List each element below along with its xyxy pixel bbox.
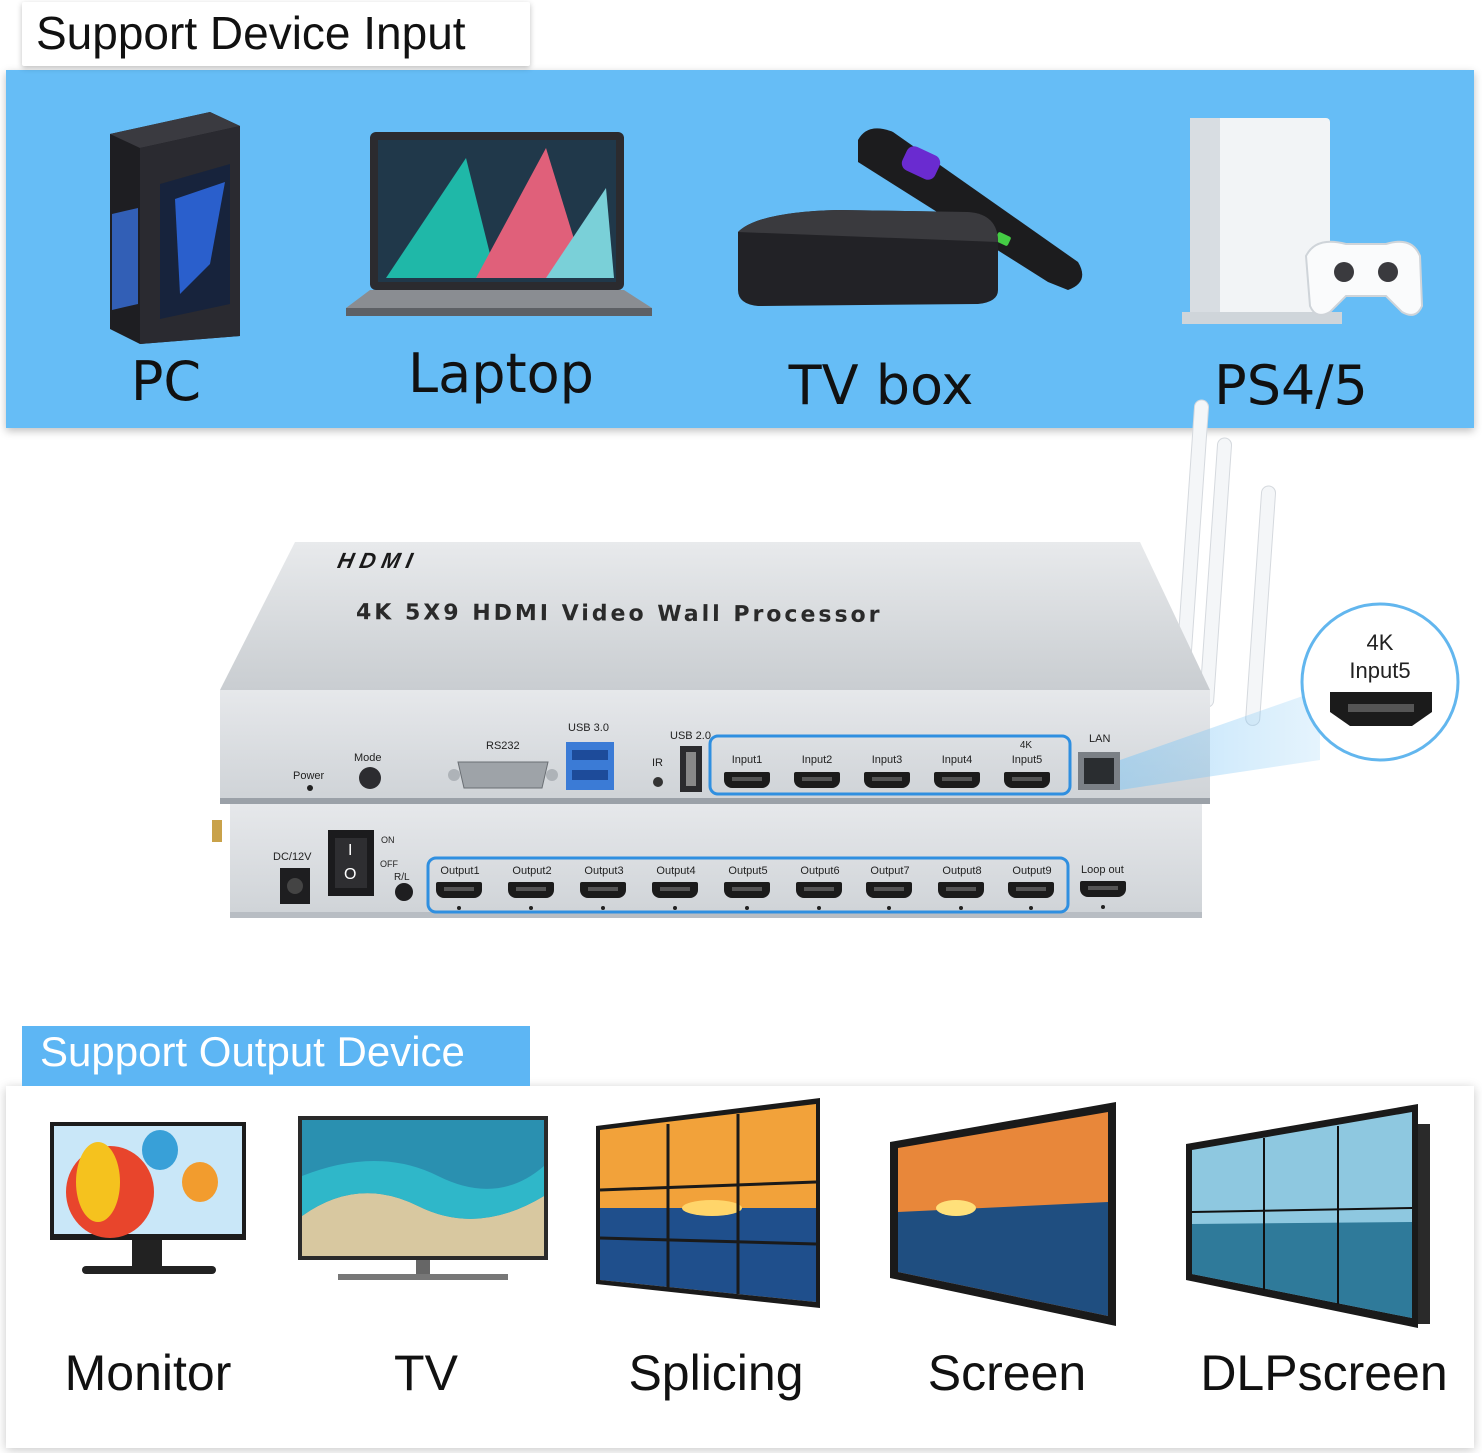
input-section-title: Support Device Input bbox=[36, 7, 466, 59]
lan-label: LAN bbox=[1089, 733, 1111, 745]
input-device-panel: PC Laptop TV box PS4/5 bbox=[6, 70, 1474, 428]
loop-out-led bbox=[1101, 905, 1105, 909]
device-label-ps4-5: PS4/5 bbox=[1214, 354, 1368, 417]
output-port-label: Output7 bbox=[870, 865, 910, 877]
output-led bbox=[887, 906, 891, 910]
output-led bbox=[1029, 906, 1033, 910]
tv-box-icon bbox=[738, 128, 1083, 306]
mode-label: Mode bbox=[354, 752, 382, 764]
input5-4k-tag: 4K bbox=[1019, 740, 1033, 751]
product-name: 4K 5X9 HDMI Video Wall Processor bbox=[355, 600, 883, 628]
device-label-splicing: Splicing bbox=[628, 1345, 804, 1401]
usb2-label: USB 2.0 bbox=[670, 730, 711, 742]
video-wall-processor-illustration bbox=[212, 399, 1460, 918]
tv-icon bbox=[298, 1116, 548, 1280]
monitor-icon bbox=[50, 1122, 246, 1274]
loop-out-label: Loop out bbox=[1081, 864, 1124, 876]
hdmi-output-port bbox=[796, 882, 842, 898]
rl-label: R/L bbox=[394, 872, 410, 883]
laptop-icon bbox=[346, 132, 652, 316]
switch-on-mark: I bbox=[348, 842, 353, 859]
output-port-label: Output5 bbox=[728, 865, 768, 877]
hdmi-output-port bbox=[652, 882, 698, 898]
hdmi-output-port bbox=[724, 882, 770, 898]
off-label: OFF bbox=[380, 859, 398, 869]
input-port-label: Input1 bbox=[731, 754, 763, 766]
output-port-label: Output1 bbox=[440, 865, 480, 877]
input-port-label: Input4 bbox=[941, 754, 973, 766]
output-led bbox=[529, 906, 533, 910]
game-console-icon bbox=[1182, 118, 1424, 324]
callout-input5: Input5 bbox=[1349, 658, 1411, 683]
output-port-label: Output9 bbox=[1012, 865, 1052, 877]
pc-tower-icon bbox=[110, 112, 240, 344]
usb3-label: USB 3.0 bbox=[568, 722, 609, 734]
on-label: ON bbox=[381, 835, 395, 845]
hdmi-input-port bbox=[724, 772, 770, 788]
input-port-label: Input3 bbox=[871, 754, 903, 766]
output-port-label: Output8 bbox=[942, 865, 982, 877]
output-led bbox=[673, 906, 677, 910]
hdmi-output-port bbox=[436, 882, 482, 898]
device-label-monitor: Monitor bbox=[64, 1345, 232, 1401]
video-wall-icon bbox=[596, 1098, 820, 1308]
callout-4k: 4K bbox=[1366, 630, 1394, 655]
output-device-panel: Monitor TV Splicing Screen bbox=[6, 1086, 1474, 1448]
hdmi-input-port bbox=[1004, 772, 1050, 788]
device-label-laptop: Laptop bbox=[408, 342, 594, 405]
hdmi-output-port bbox=[508, 882, 554, 898]
output-port-label: Output6 bbox=[800, 865, 840, 877]
dc-12v-label: DC/12V bbox=[273, 851, 312, 863]
output-section-title-tab: Support Output Device bbox=[22, 1026, 530, 1086]
hdmi-output-port bbox=[866, 882, 912, 898]
dlp-screen-icon bbox=[1186, 1104, 1430, 1328]
output-led bbox=[817, 906, 821, 910]
loop-out-port bbox=[1080, 881, 1126, 897]
power-label: Power bbox=[293, 770, 325, 782]
hdmi-output-port bbox=[580, 882, 626, 898]
output-led bbox=[601, 906, 605, 910]
device-label-screen: Screen bbox=[927, 1345, 1087, 1401]
device-label-pc: PC bbox=[130, 350, 202, 413]
hdmi-input-port bbox=[864, 772, 910, 788]
input-section-title-tab: Support Device Input bbox=[22, 2, 530, 66]
hdmi-logo: HDMI bbox=[335, 548, 421, 573]
output-port-label: Output2 bbox=[512, 865, 552, 877]
output-port-label: Output4 bbox=[656, 865, 696, 877]
device-label-tv-box: TV box bbox=[788, 354, 974, 417]
hdmi-output-port bbox=[938, 882, 984, 898]
hdmi-input-port bbox=[934, 772, 980, 788]
hdmi-input-port bbox=[794, 772, 840, 788]
hdmi-output-port bbox=[1008, 882, 1054, 898]
output-section-title: Support Output Device bbox=[40, 1028, 465, 1075]
rs232-label: RS232 bbox=[486, 740, 520, 752]
device-label-dlpscreen: DLPscreen bbox=[1200, 1345, 1448, 1401]
output-led bbox=[457, 906, 461, 910]
input-port-label: Input5 bbox=[1011, 754, 1043, 766]
switch-off-mark: O bbox=[344, 866, 357, 883]
ir-label: IR bbox=[652, 757, 663, 769]
output-port-label: Output3 bbox=[584, 865, 624, 877]
input-port-label: Input2 bbox=[801, 754, 833, 766]
projection-screen-icon bbox=[890, 1102, 1116, 1326]
device-label-tv: TV bbox=[394, 1345, 458, 1401]
output-led bbox=[959, 906, 963, 910]
output-led bbox=[745, 906, 749, 910]
